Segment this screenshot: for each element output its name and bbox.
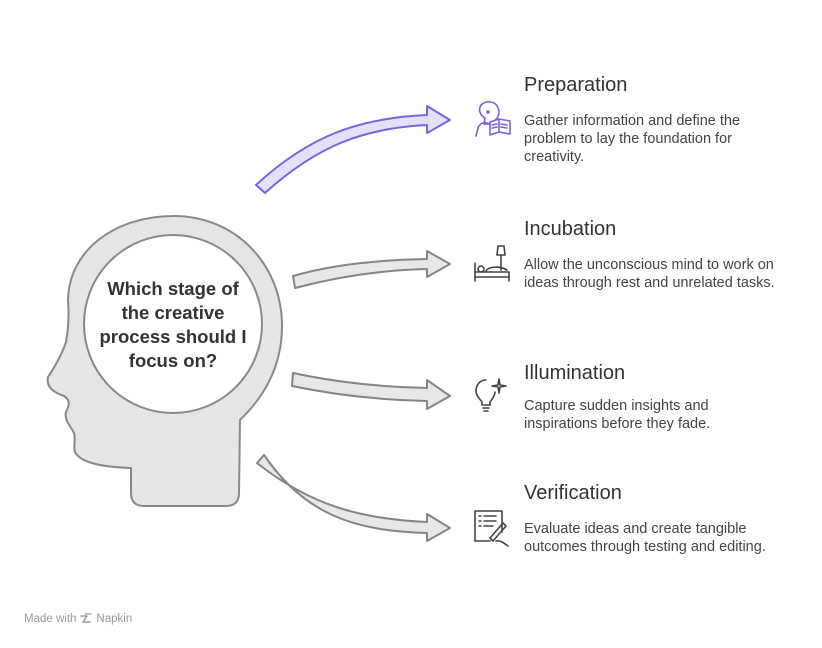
arrow-illumination [291, 372, 451, 410]
person-in-bed-icon [474, 245, 510, 282]
stage-title-verification: Verification [524, 482, 622, 504]
document-pen-icon [474, 510, 509, 547]
person-reading-icon [475, 101, 511, 137]
arrow-incubation [292, 250, 451, 289]
lightbulb-sparkle-icon [475, 378, 507, 412]
stage-title-incubation: Incubation [524, 218, 617, 240]
central-question: Which stage of the creative process shou… [99, 278, 247, 371]
arrow-preparation [255, 105, 451, 194]
stage-description-verification: Evaluate ideas and create tangible outco… [524, 521, 766, 555]
footer-attribution: Made with Napkin [24, 613, 132, 625]
napkin-logo-icon [80, 613, 93, 623]
stage-description-preparation: Gather information and define the proble… [524, 113, 741, 165]
head-inner-circle [83, 234, 263, 414]
stage-title-illumination: Illumination [524, 362, 626, 384]
stage-description-illumination: Capture sudden insights and inspirations… [524, 398, 711, 432]
footer-made-with: Made with [24, 613, 77, 625]
arrow-verification [256, 454, 451, 542]
stage-description-incubation: Allow the unconscious mind to work on id… [524, 257, 775, 291]
stage-title-preparation: Preparation [524, 74, 628, 96]
footer-brand: Napkin [96, 613, 133, 625]
